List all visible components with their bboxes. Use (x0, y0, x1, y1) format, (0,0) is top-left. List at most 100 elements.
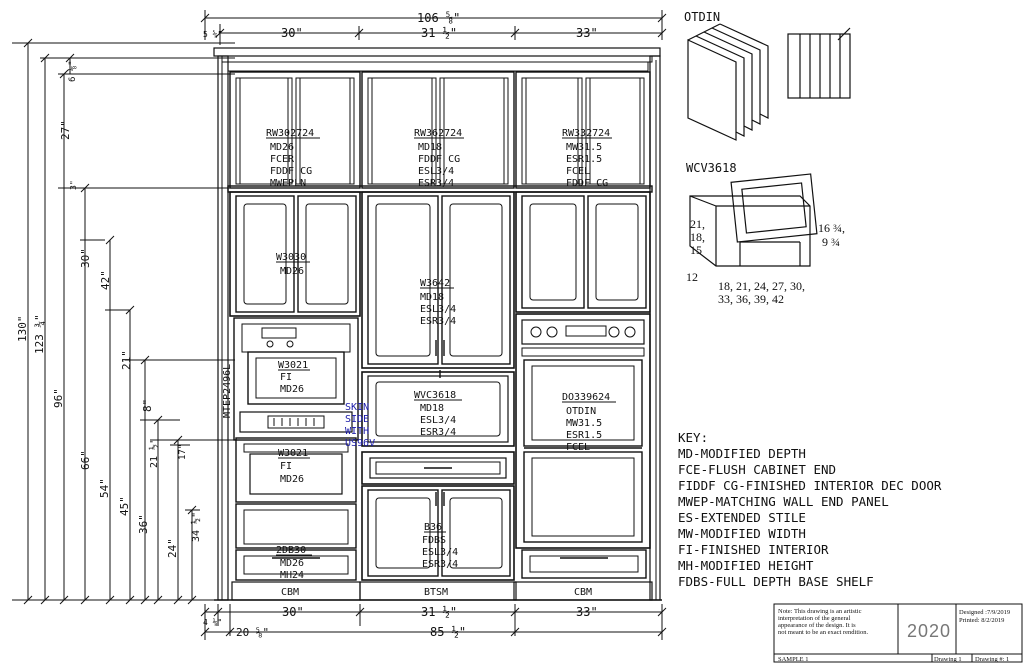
svg-text:FCEL: FCEL (566, 166, 590, 177)
key-item-fdbs: FDBS-FULL DEPTH BASE SHELF (678, 574, 874, 589)
svg-text:ESR3/4: ESR3/4 (420, 316, 456, 327)
svg-text:MD26: MD26 (270, 142, 294, 153)
label-wvc3618: WVC3618 MD18 ESL3/4 ESR3/4 (414, 390, 462, 438)
title-block (773, 603, 1023, 663)
svg-text:WVC3618: WVC3618 (414, 390, 456, 401)
svg-text:ESL3/4: ESL3/4 (422, 547, 458, 558)
top-dimensions (200, 10, 667, 45)
dim-8: 8" (141, 399, 154, 412)
dim-66: 66" (79, 450, 92, 470)
wcv-widths-1: 18, 21, 24, 27, 30, (718, 279, 805, 293)
svg-text:FI: FI (280, 461, 292, 472)
dim-21-1-2: 21 ½" (148, 438, 160, 468)
label-w3030: W3030 MD26 (276, 252, 310, 277)
label-mtep: MTEP2496L (222, 364, 233, 418)
left-dim-labels: 6 ⅛" 27" 3" 30" 42" 21" 8" 21 ½" 17" 24"… (16, 60, 202, 558)
svg-text:W3021: W3021 (278, 448, 308, 459)
note-line-2: interpretation of the general (778, 615, 851, 622)
svg-text:W3642: W3642 (420, 278, 450, 289)
key-item-fi: FI-FINISHED INTERIOR (678, 542, 829, 557)
dim-27: 27" (59, 120, 72, 140)
dim-17: 17" (178, 444, 188, 460)
bottom-dimensions (200, 604, 667, 640)
key-item-es: ES-EXTENDED STILE (678, 510, 806, 525)
key-legend: KEY: MD-MODIFIED DEPTH FCE-FLUSH CABINET… (678, 430, 942, 589)
svg-text:MD26: MD26 (280, 384, 304, 395)
label-b36: B36 FDBS ESL3/4 ESR3/4 (422, 522, 458, 570)
key-title: KEY: (678, 430, 708, 445)
svg-text:MD18: MD18 (420, 292, 444, 303)
note-line-4: not meant to be an exact rendition. (778, 629, 868, 636)
svg-text:MW31.5: MW31.5 (566, 142, 602, 153)
key-item-md: MD-MODIFIED DEPTH (678, 446, 806, 461)
key-item-fce: FCE-FLUSH CABINET END (678, 462, 836, 477)
svg-text:FDDF CG: FDDF CG (418, 154, 460, 165)
dim-24: 24" (166, 538, 179, 558)
left-dimensions (12, 38, 235, 605)
wcv-dims: 21, 18, 15 12 16 ¾, 9 ¾ 18, 21, 24, 27, … (686, 217, 845, 306)
svg-text:ESR1.5: ESR1.5 (566, 430, 602, 441)
cabinet-labels: RW302724 MD26 FCER FDDF CG MWEPLN RW3627… (222, 128, 616, 598)
svg-text:MW31.5: MW31.5 (566, 418, 602, 429)
drawing-label: Drawing 1 (934, 656, 962, 663)
svg-text:2DB30: 2DB30 (276, 545, 306, 556)
dim-bottom-width-2: 31 ½" (421, 605, 457, 619)
dim-36: 36" (137, 514, 150, 534)
dim-54: 54" (98, 478, 111, 498)
svg-text:FI: FI (280, 372, 292, 383)
label-skin-side: SKIN SIDE WITH US96V (345, 402, 375, 449)
dim-bottom-offset: 20 ⅝" (236, 626, 269, 639)
dim-34-1-2: 34 ½" (190, 512, 202, 542)
svg-text:MWEPLN: MWEPLN (270, 178, 306, 189)
dim-96: 96" (52, 388, 65, 408)
dim-130: 130" (16, 316, 29, 343)
wcv-height-21: 21, (690, 217, 705, 231)
label-w3021-lower: W3021 FI MD26 (278, 448, 310, 485)
wcv-title: WCV3618 (686, 161, 737, 175)
svg-text:W3030: W3030 (276, 252, 306, 263)
key-item-mw: MW-MODIFIED WIDTH (678, 526, 806, 541)
svg-text:RW332724: RW332724 (562, 128, 610, 139)
dim-top-width-2: 31 ½" (421, 26, 457, 40)
key-item-mh: MH-MODIFIED HEIGHT (678, 558, 814, 573)
dim-6-1-8: 6 ⅛" (68, 60, 78, 82)
svg-text:RW302724: RW302724 (266, 128, 314, 139)
dim-123-3-4: 123 ¾" (33, 314, 46, 354)
svg-text:MD26: MD26 (280, 474, 304, 485)
key-item-mwep: MWEP-MATCHING WALL END PANEL (678, 494, 889, 509)
label-w3021-upper: W3021 FI MD26 (278, 360, 310, 395)
note-line-1: Note: This drawing is an artistic (778, 608, 862, 615)
dim-21: 21" (120, 350, 133, 370)
label-2db30: 2DB30 MD26 MH24 (276, 545, 312, 581)
key-item-fiddf: FIDDF CG-FINISHED INTERIOR DEC DOOR (678, 478, 942, 493)
svg-text:ESL3/4: ESL3/4 (420, 415, 456, 426)
wcv-height-15: 15 (690, 243, 702, 257)
svg-text:MD18: MD18 (418, 142, 442, 153)
dim-total-width: 106 ⅝" (417, 11, 460, 25)
title-block-text: Note: This drawing is an artistic interp… (778, 608, 1010, 663)
svg-text:OTDIN: OTDIN (566, 406, 596, 417)
label-base-left: CBM (281, 587, 299, 598)
svg-text:DO339624: DO339624 (562, 392, 610, 403)
dim-bottom-width-1: 30" (282, 605, 304, 619)
designed-date: Designed :7/9/2019 (959, 609, 1010, 616)
dim-bottom-span: 85 ½" (430, 625, 466, 639)
label-rw30: RW302724 MD26 FCER FDDF CG MWEPLN (266, 128, 320, 189)
dim-3: 3" (69, 180, 78, 190)
dim-top-width-3: 33" (576, 26, 598, 40)
otdin-title: OTDIN (684, 10, 720, 24)
label-do339624: DO339624 OTDIN MW31.5 ESR1.5 FCEL (562, 392, 616, 453)
svg-text:SKIN: SKIN (345, 402, 369, 413)
drawing-number: Drawing #: 1 (975, 656, 1009, 663)
svg-text:ESR3/4: ESR3/4 (418, 178, 454, 189)
cabinet-elevation (213, 47, 662, 601)
brand-logo: 2020 (907, 621, 951, 641)
svg-text:MD26: MD26 (280, 266, 304, 277)
dim-30: 30" (79, 248, 92, 268)
dim-42: 42" (99, 270, 112, 290)
wcv-widths-2: 33, 36, 39, 42 (718, 292, 784, 306)
svg-text:W3021: W3021 (278, 360, 308, 371)
svg-text:FDDF CG: FDDF CG (270, 166, 312, 177)
label-rw36: RW362724 MD18 FDDF CG ESL3/4 ESR3/4 (414, 128, 464, 189)
wcv-depth-12: 12 (686, 270, 698, 284)
